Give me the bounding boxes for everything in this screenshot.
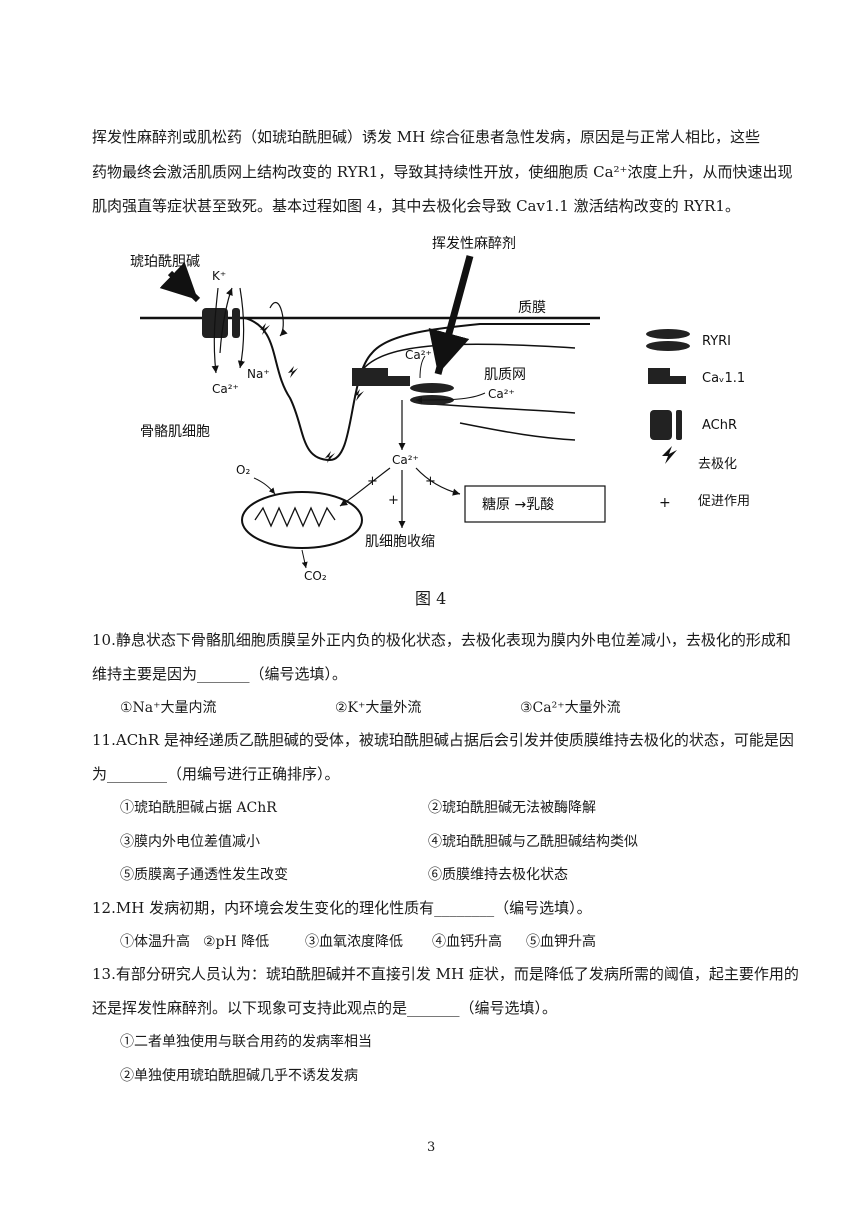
q11-option-3: ③膜内外电位差值减小 xyxy=(120,834,260,850)
plus-glycogen: + xyxy=(425,474,436,489)
q10-line-1: 10.静息状态下骨骼肌细胞质膜呈外正内负的极化状态，去极化表现为膜内外电位差减小… xyxy=(92,631,791,649)
q12-line-1: 12.MH 发病初期，内环境会发生变化的理化性质有________（编号选填）。 xyxy=(92,899,592,917)
succinylcholine-label: 琥珀酰胆碱 xyxy=(130,254,200,270)
legend-depolarization-label: 去极化 xyxy=(698,457,737,472)
intro-line-2: 药物最终会激活肌质网上结构改变的 RYR1，导致其持续性开放，使细胞质 Ca²⁺… xyxy=(92,163,793,181)
ca-ion-center-label: Ca²⁺ xyxy=(392,453,419,467)
q10-line-2: 维持主要是因为_______（编号选填）。 xyxy=(92,665,348,683)
legend-achr-icon xyxy=(650,410,672,440)
q12-option-1: ①体温升高 xyxy=(120,934,190,950)
mitochondrion-cristae xyxy=(254,506,336,528)
plus-contraction: + xyxy=(388,493,399,508)
q13-option-1: ①二者单独使用与联合用药的发病率相当 xyxy=(120,1034,372,1050)
sr-label: 肌质网 xyxy=(484,367,526,383)
q10-option-2: ②K⁺大量外流 xyxy=(335,700,422,716)
q11-option-4: ④琥珀酰胆碱与乙酰胆碱结构类似 xyxy=(428,834,638,850)
q12-option-2: ②pH 降低 xyxy=(203,934,270,950)
figure-4-diagram: 质膜 琥珀酰胆碱 K⁺ Na⁺ Ca²⁺ 挥发性麻醉剂 xyxy=(130,236,750,583)
legend-ryr1-icon xyxy=(646,329,690,339)
legend-cav11-label: Caᵥ1.1 xyxy=(702,371,745,386)
page-number: 3 xyxy=(427,1140,436,1155)
legend-depolarization-icon xyxy=(662,446,677,464)
q12-option-5: ⑤血钾升高 xyxy=(526,934,596,950)
figure-caption: 图 4 xyxy=(415,589,447,608)
q13-line-1: 13.有部分研究人员认为：琥珀酰胆碱并不直接引发 MH 症状，而是降低了发病所需… xyxy=(92,965,799,983)
q12-option-3: ③血氧浓度降低 xyxy=(305,934,403,950)
q13-option-2: ②单独使用琥珀酰胆碱几乎不诱发发病 xyxy=(120,1068,358,1084)
co2-label: CO₂ xyxy=(304,569,327,583)
ca-ion-right-label: Ca²⁺ xyxy=(488,387,515,401)
glycogen-label: 糖原 →乳酸 xyxy=(482,497,554,513)
ca-ion-left-label: Ca²⁺ xyxy=(212,382,239,396)
succinylcholine-arrow xyxy=(159,262,201,303)
q11-option-1: ①琥珀酰胆碱占据 AChR xyxy=(120,800,277,816)
plus-mito: + xyxy=(367,474,378,489)
anesthetic-label: 挥发性麻醉剂 xyxy=(432,236,516,252)
q11-line-1: 11.AChR 是神经递质乙酰胆碱的受体，被琥珀酰胆碱占据后会引发并使质膜维持去… xyxy=(92,731,794,749)
q10-option-3: ③Ca²⁺大量外流 xyxy=(520,700,621,716)
ca-ion-top-label: Ca²⁺ xyxy=(405,348,432,362)
t-tubule-line xyxy=(244,317,590,462)
ryr1-icon xyxy=(410,383,454,393)
achr-icon-part xyxy=(232,308,240,338)
q13-line-2: 还是挥发性麻醉剂。以下现象可支持此观点的是_______（编号选填）。 xyxy=(92,999,558,1017)
glycogen-box xyxy=(464,485,606,523)
mitochondrion-outer xyxy=(241,491,363,549)
intro-line-1: 挥发性麻醉剂或肌松药（如琥珀酰胆碱）诱发 MH 综合征患者急性发病，原因是与正常… xyxy=(92,128,760,146)
membrane-label: 质膜 xyxy=(518,300,546,316)
depolarization-bolt-3 xyxy=(325,451,335,463)
cell-label: 骨骼肌细胞 xyxy=(140,424,210,440)
legend-plus-label: 促进作用 xyxy=(698,494,750,509)
legend-achr-label: AChR xyxy=(702,418,737,433)
sr-upper-line xyxy=(359,343,576,374)
q10-option-1: ①Na⁺大量内流 xyxy=(120,700,217,716)
o2-label: O₂ xyxy=(236,463,250,477)
q11-option-6: ⑥质膜维持去极化状态 xyxy=(428,867,568,883)
contraction-label: 肌细胞收缩 xyxy=(365,534,435,550)
q11-option-2: ②琥珀酰胆碱无法被酶降解 xyxy=(428,800,596,816)
cav11-icon-part xyxy=(388,376,410,386)
depolarization-bolt-2 xyxy=(288,366,298,378)
cav11-icon xyxy=(352,368,388,386)
q11-line-2: 为________（用编号进行正确排序）。 xyxy=(92,765,340,783)
sr-lower-line xyxy=(419,402,576,414)
legend-cav11-icon xyxy=(648,368,670,384)
k-ion-label: K⁺ xyxy=(212,269,226,283)
q12-option-4: ④血钙升高 xyxy=(432,934,502,950)
q11-option-5: ⑤质膜离子通透性发生改变 xyxy=(120,867,288,883)
sr-lower-line-2 xyxy=(459,422,576,441)
depolarization-bolt-1 xyxy=(260,323,270,335)
legend-plus-icon: + xyxy=(659,495,671,511)
depolarization-bolt-4 xyxy=(354,389,364,401)
anesthetic-arrow xyxy=(428,255,474,375)
legend-ryr1-label: RYRI xyxy=(702,334,731,349)
intro-line-3: 肌肉强直等症状甚至致死。基本过程如图 4，其中去极化会导致 Cav1.1 激活结… xyxy=(92,197,740,215)
na-ion-label: Na⁺ xyxy=(247,367,270,381)
